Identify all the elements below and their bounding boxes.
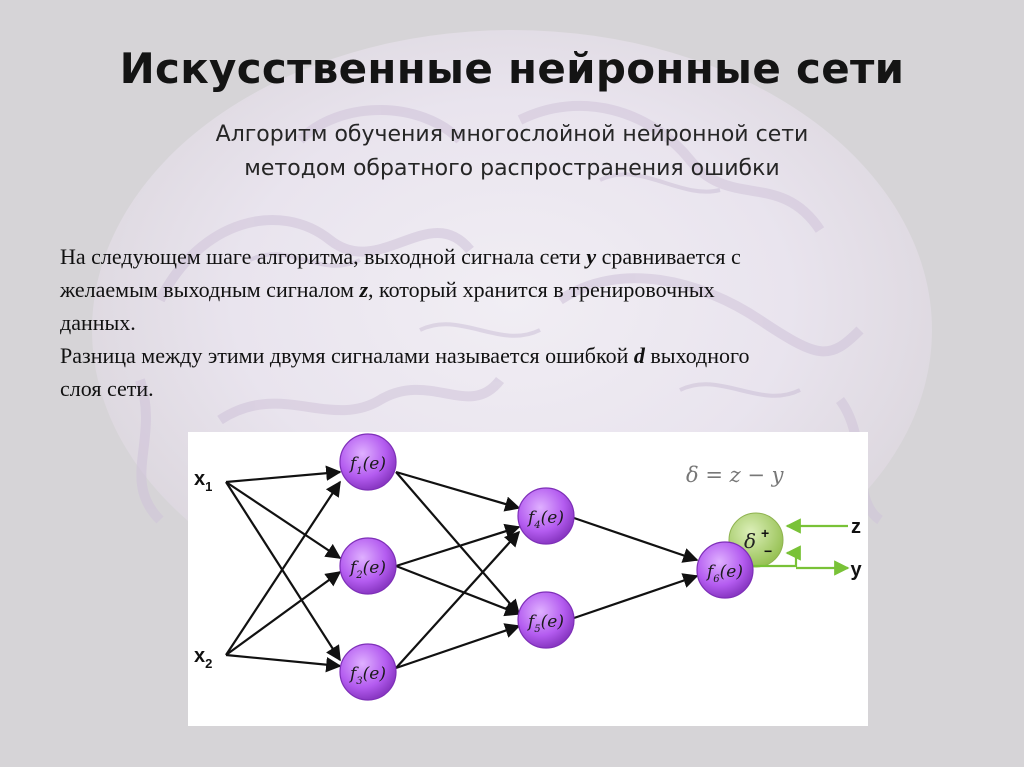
body-line-5: слоя сети. (60, 372, 980, 405)
body-text-segment: На следующем шаге алгоритма, выходной си… (60, 244, 586, 269)
subtitle-line-2: методом обратного распространения ошибки (112, 152, 912, 186)
label-y: y (850, 559, 862, 581)
body-line-4: Разница между этими двумя сигналами назы… (60, 339, 980, 372)
label-z: z (851, 516, 861, 538)
neural-network-diagram: x1 x2 δ + − (188, 432, 868, 726)
edges-input-layer (226, 472, 697, 668)
neuron-f2: f2(e) (340, 538, 396, 594)
edge (226, 572, 340, 655)
slide-subtitle: Алгоритм обучения многослойной нейронной… (112, 118, 912, 186)
body-line-2: желаемым выходным сигналом z, который хр… (60, 273, 980, 306)
body-text-segment: , который хранится в тренировочных (368, 277, 715, 302)
svg-text:f3(e): f3(e) (348, 664, 386, 687)
svg-text:f6(e): f6(e) (705, 562, 743, 585)
edge (574, 576, 697, 618)
edge (226, 472, 340, 482)
body-text-segment: сравнивается с (596, 244, 741, 269)
svg-text:f4(e): f4(e) (526, 508, 564, 531)
neuron-f1: f1(e) (340, 434, 396, 490)
svg-text:f5(e): f5(e) (526, 612, 564, 635)
body-line-1: На следующем шаге алгоритма, выходной си… (60, 240, 980, 273)
delta-plus: + (761, 525, 769, 541)
body-text-segment: выходного (645, 343, 750, 368)
network-svg: x1 x2 δ + − (188, 432, 868, 726)
error-formula: δ = z − y (686, 463, 785, 487)
slide-title: Искусственные нейронные сети (0, 44, 1024, 93)
delta-symbol: δ (744, 529, 756, 553)
delta-minus: − (764, 543, 772, 559)
body-text-segment: желаемым выходным сигналом (60, 277, 359, 302)
edge (226, 482, 340, 558)
variable-d: d (634, 343, 645, 368)
neuron-f5: f5(e) (518, 592, 574, 648)
edge (396, 472, 519, 614)
edge (396, 472, 519, 508)
neuron-f3: f3(e) (340, 644, 396, 700)
body-line-3: данных. (60, 306, 980, 339)
svg-text:f2(e): f2(e) (348, 558, 386, 581)
edge (396, 566, 519, 614)
edge (226, 655, 340, 666)
edge (396, 527, 519, 566)
svg-text:f1(e): f1(e) (348, 454, 386, 477)
variable-y: y (586, 244, 596, 269)
neuron-f6: f6(e) (697, 542, 753, 598)
input-x1-label: x1 (194, 468, 212, 494)
body-text: На следующем шаге алгоритма, выходной си… (60, 240, 980, 405)
body-text-segment: Разница между этими двумя сигналами назы… (60, 343, 634, 368)
subtitle-line-1: Алгоритм обучения многослойной нейронной… (112, 118, 912, 152)
neuron-f4: f4(e) (518, 488, 574, 544)
variable-z: z (359, 277, 368, 302)
input-x2-label: x2 (194, 645, 212, 671)
edge (574, 518, 697, 560)
